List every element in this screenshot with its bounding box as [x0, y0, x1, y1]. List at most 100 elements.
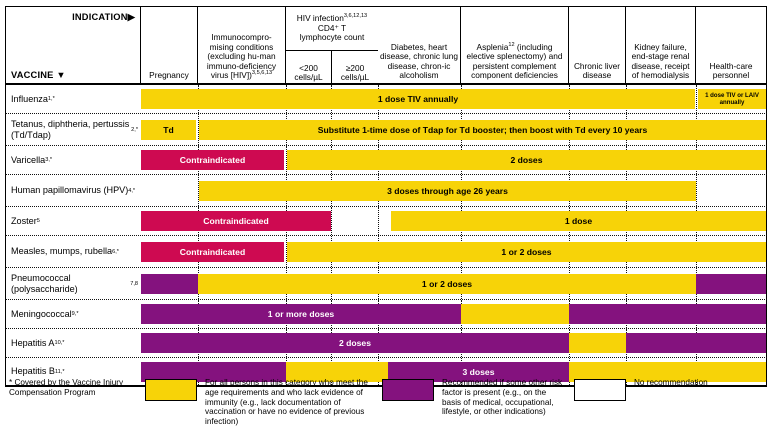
cell-bar-hepatitis-b-2: 3 doses — [388, 362, 569, 382]
row-track-hpv: 3 doses through age 26 years — [141, 175, 766, 206]
cell-bar-hpv-0: 3 doses through age 26 years — [199, 181, 696, 201]
cell-bar-meningococcal-1 — [461, 304, 569, 324]
vaccine-label: VACCINE ▼ — [11, 70, 66, 80]
header-col-hiv-ge200-line1: ≥200 — [345, 62, 365, 73]
row-track-hepatitis-b: 3 doses — [141, 358, 766, 385]
cell-bar-varicella-0: Contraindicated — [141, 150, 284, 170]
row-track-pneumococcal: 1 or 2 doses — [141, 268, 766, 299]
cell-bar-pneumococcal-0 — [141, 274, 198, 294]
row-label-text: Zoster — [11, 215, 37, 226]
cell-bar-td-tdap-0: Td — [141, 120, 196, 140]
column-divider — [286, 236, 287, 267]
cell-bar-td-tdap-1: Substitute 1-time dose of Tdap for Td bo… — [199, 120, 766, 140]
row-label-text: Tetanus, diphtheria, pertussis (Td/Tdap) — [11, 118, 130, 140]
row-label-text: Varicella — [11, 154, 46, 165]
column-divider — [198, 114, 199, 145]
cell-bar-hepatitis-a-1 — [569, 333, 626, 353]
header-col-immunocompromising-sup: 3,5,6,13 — [251, 70, 273, 77]
header-col-chronic-liver-label: Chronic liver disease — [573, 60, 621, 81]
header-col-pregnancy: Pregnancy — [141, 7, 198, 83]
header-col-hiv-title: HIV infection3,6,12,13 CD4⁺ T lymphocyte… — [286, 7, 378, 51]
cell-bar-mmr-0: Contraindicated — [141, 242, 284, 262]
header-corner-cell: INDICATION▶ VACCINE ▼ — [6, 7, 141, 83]
column-divider — [286, 146, 287, 174]
header-col-hiv-line2: CD4⁺ T — [317, 22, 347, 33]
table-row: Tetanus, diphtheria, pertussis (Td/Tdap)… — [5, 114, 767, 146]
indication-label: INDICATION▶ — [72, 12, 135, 22]
header-col-hiv: HIV infection3,6,12,13 CD4⁺ T lymphocyte… — [286, 7, 378, 85]
row-label-text: Hepatitis B — [11, 366, 55, 377]
row-label-text: Meningococcal — [11, 308, 72, 319]
legend-swatch-purple — [382, 379, 434, 401]
header-col-asplenia-sup: 12 — [508, 41, 515, 48]
cell-bar-influenza-1: 1 dose TIV or LAIV annually — [698, 89, 766, 109]
column-divider — [378, 207, 379, 235]
cell-bar-pneumococcal-1: 1 or 2 doses — [198, 274, 696, 294]
header-col-pregnancy-label: Pregnancy — [149, 70, 189, 81]
cell-bar-meningococcal-0: 1 or more doses — [141, 304, 461, 324]
legend-item-white: No recommendation — [574, 378, 746, 401]
legend-footnote: * Covered by the Vaccine Injury Compensa… — [9, 378, 124, 397]
header-col-asplenia: Asplenia12 (including elective splenecto… — [461, 7, 569, 83]
legend-swatch-yellow — [145, 379, 197, 401]
row-label-text: Influenza — [11, 93, 48, 104]
header-col-immunocompromising: Immunocompro-mising conditions (excludin… — [198, 7, 286, 83]
header-col-hiv-lt200-line2: cells/µL — [294, 72, 323, 83]
header-col-kidney-label: Kidney failure, end-stage renal disease,… — [631, 41, 690, 81]
cell-bar-influenza-0: 1 dose TIV annually — [141, 89, 695, 109]
column-divider — [696, 85, 697, 113]
header-col-immunocompromising-label: Immunocompro-mising conditions (excludin… — [206, 32, 277, 81]
row-label-text: Measles, mumps, rubella — [11, 246, 113, 257]
header-col-asplenia-label: Asplenia — [476, 41, 509, 52]
cell-bar-hepatitis-b-3 — [569, 362, 766, 382]
cell-bar-hepatitis-b-1 — [286, 362, 388, 382]
table-header: INDICATION▶ VACCINE ▼ Pregnancy Immunoco… — [5, 6, 767, 85]
legend-item-yellow: For all persons in this category who mee… — [145, 378, 382, 427]
column-divider — [198, 175, 199, 206]
legend-text-yellow: For all persons in this category who mee… — [205, 378, 368, 427]
header-col-hiv-label: HIV infection — [296, 13, 344, 24]
row-label-text: Human papillomavirus (HPV) — [11, 185, 129, 196]
cell-bar-pneumococcal-2 — [696, 274, 766, 294]
legend-text-purple: Recommended if some other risk factor is… — [442, 378, 563, 417]
header-col-diabetes: Diabetes, heart disease, chronic lung di… — [378, 7, 461, 83]
header-col-chronic-liver: Chronic liver disease — [569, 7, 626, 83]
row-label-hpv: Human papillomavirus (HPV)4,* — [11, 185, 136, 196]
legend: * Covered by the Vaccine Injury Compensa… — [5, 378, 767, 428]
column-divider — [696, 175, 697, 206]
cell-bar-hepatitis-a-0: 2 doses — [141, 333, 569, 353]
cell-bar-meningococcal-2 — [569, 304, 766, 324]
cell-bar-zoster-1: 1 dose — [391, 211, 766, 231]
header-col-healthcare: Health-care personnel — [696, 7, 766, 83]
header-col-hiv-lt200: <200 cells/µL — [286, 51, 332, 85]
header-col-hiv-ge200-line2: cells/µL — [340, 72, 370, 83]
header-col-kidney: Kidney failure, end-stage renal disease,… — [626, 7, 696, 83]
legend-text-white: No recommendation — [634, 378, 708, 387]
cell-bar-hepatitis-b-0 — [141, 362, 286, 382]
header-col-asplenia-rest: (including elective splenectomy) and per… — [466, 41, 563, 81]
row-label-td-tdap: Tetanus, diphtheria, pertussis (Td/Tdap)… — [11, 118, 138, 140]
column-divider — [331, 207, 332, 235]
cell-bar-hepatitis-a-2 — [626, 333, 766, 353]
legend-swatch-white — [574, 379, 626, 401]
cell-bar-mmr-1: 1 or 2 doses — [287, 242, 766, 262]
cell-bar-varicella-1: 2 doses — [287, 150, 766, 170]
